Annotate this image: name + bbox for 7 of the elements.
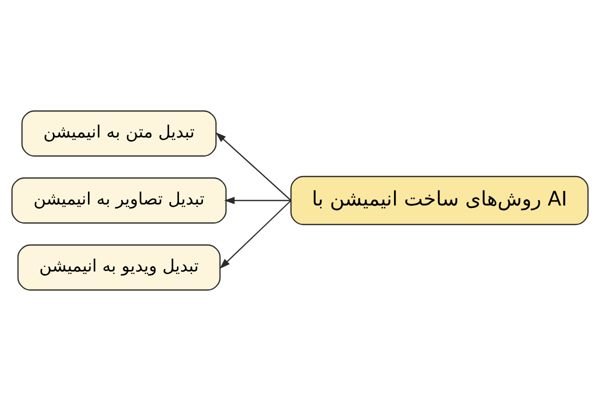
- node-box: تبدیل ویدیو به انیمیشن: [17, 244, 221, 290]
- node-box: تبدیل متن به انیمیشن: [21, 110, 217, 156]
- node-box: روش‌های ساخت انیمیشن با AI: [290, 175, 589, 225]
- arrow: [220, 200, 292, 268]
- arrow: [216, 132, 292, 200]
- node-box: تبدیل تصاویر به انیمیشن: [11, 176, 227, 224]
- arrow: [224, 196, 291, 204]
